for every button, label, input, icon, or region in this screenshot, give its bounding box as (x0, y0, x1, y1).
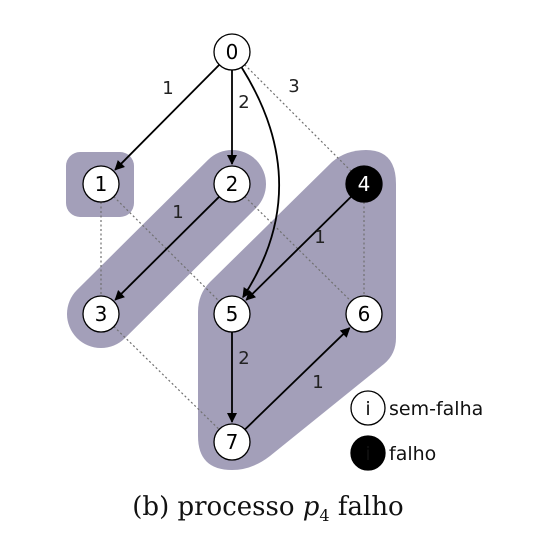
caption-process-index: 4 (319, 506, 330, 526)
edge-label-2-3: 1 (172, 202, 183, 223)
caption-text-after: falho (337, 492, 404, 522)
legend-fault-free: i sem-falha (350, 390, 483, 426)
tested-edge-layer (114, 64, 352, 431)
node-2-label: 2 (226, 172, 239, 196)
node-4-label: 4 (358, 172, 371, 196)
cluster-nodes-4-5-6-7 (198, 150, 396, 470)
legend: i sem-falha i falho (350, 390, 483, 471)
node-7-label: 7 (226, 430, 239, 454)
edge-label-0-1: 1 (162, 78, 173, 99)
legend-fault-free-marker (350, 390, 386, 426)
node-3-label: 3 (95, 302, 108, 326)
edge-label-5-7: 2 (238, 348, 249, 369)
legend-fault-free-label: sem-falha (389, 398, 483, 420)
edge-label-0-2: 2 (238, 92, 249, 113)
legend-fault-free-symbol: i (365, 398, 370, 420)
hypercube-edge-3-7 (113, 326, 220, 430)
node-2: 2 (213, 165, 251, 203)
caption-prefix: (b) (132, 492, 170, 522)
legend-faulty-marker (350, 435, 386, 471)
node-4-faulty: 4 (345, 165, 383, 203)
node-5: 5 (213, 295, 251, 333)
tested-edge-0-1 (114, 64, 220, 171)
caption-text-before: processo (177, 492, 295, 522)
legend-faulty-label: falho (389, 443, 436, 465)
node-7: 7 (213, 423, 251, 461)
figure-caption: (b) processo p4 falho (0, 492, 536, 525)
legend-faulty-symbol: i (365, 443, 370, 465)
node-5-label: 5 (226, 302, 239, 326)
node-1: 1 (82, 165, 120, 203)
tested-edge-0-5 (240, 66, 280, 299)
node-1-label: 1 (95, 172, 108, 196)
edge-label-4-5: 1 (314, 227, 325, 248)
edge-label-7-6: 1 (312, 372, 323, 393)
node-6-label: 6 (358, 302, 371, 326)
edge-label-layer: 1 2 3 1 1 2 1 (162, 76, 325, 393)
tested-edge-7-6 (244, 327, 351, 431)
caption-process-symbol: p4 (302, 492, 330, 526)
tested-edge-2-3 (114, 196, 220, 301)
hypercube-edge-layer (100, 64, 365, 430)
tested-edge-4-5 (245, 195, 352, 301)
hypercube-diagram: 1 2 3 1 1 2 1 0 1 2 3 4 5 6 7 i sem-falha (66, 33, 483, 471)
edge-label-0-5: 3 (288, 76, 299, 97)
node-0: 0 (213, 33, 251, 71)
node-6: 6 (345, 295, 383, 333)
legend-faulty: i falho (350, 435, 436, 471)
node-3: 3 (82, 295, 120, 333)
node-0-label: 0 (226, 40, 239, 64)
